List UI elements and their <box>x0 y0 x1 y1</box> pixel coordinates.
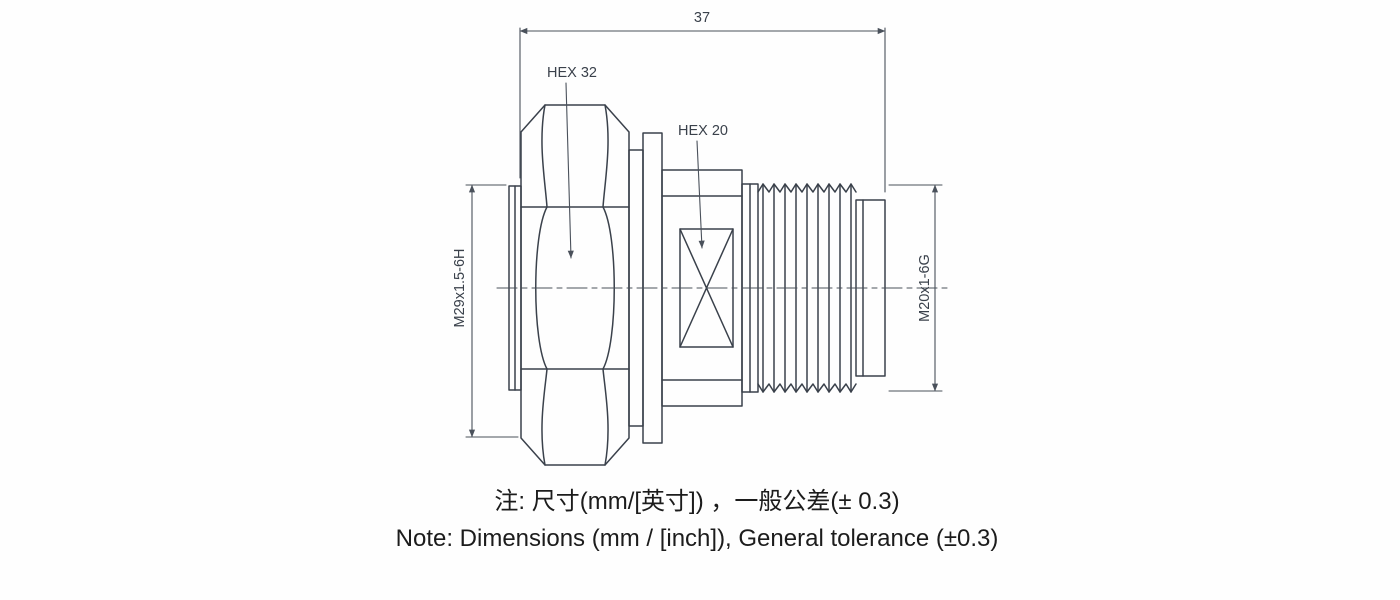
callout-hex32: HEX 32 <box>547 65 597 259</box>
dimension-overall-length: 37 <box>519 10 886 193</box>
hex32-chamfer-arcs-bottom <box>541 368 609 466</box>
note-line-english: Note: Dimensions (mm / [inch]), General … <box>396 525 999 552</box>
hex32-facet-lines <box>520 206 630 370</box>
hex32-body <box>520 104 630 466</box>
hex32-chamfer-arcs-top <box>541 104 609 208</box>
dimension-value: 37 <box>694 10 710 26</box>
hex32-label: HEX 32 <box>547 65 597 81</box>
connector-part <box>508 104 886 466</box>
notes-block: 注: 尺寸(mm/[英寸]) ，一般公差(± 0.3) Note: Dimens… <box>396 488 999 552</box>
hex32-leader-line <box>565 82 574 259</box>
dimension-left-thread: M29x1.5-6H <box>452 184 519 438</box>
hex20-label: HEX 20 <box>678 123 728 139</box>
left-thread-label: M29x1.5-6H <box>452 249 468 328</box>
hex20-leader-line <box>696 140 705 249</box>
dimension-right-thread: M20x1-6G <box>888 184 943 392</box>
right-thread-label: M20x1-6G <box>917 254 933 322</box>
callout-hex20: HEX 20 <box>678 123 728 249</box>
note-line-chinese: 注: 尺寸(mm/[英寸]) ，一般公差(± 0.3) <box>494 488 899 515</box>
hex20-facet-lines <box>661 195 743 381</box>
